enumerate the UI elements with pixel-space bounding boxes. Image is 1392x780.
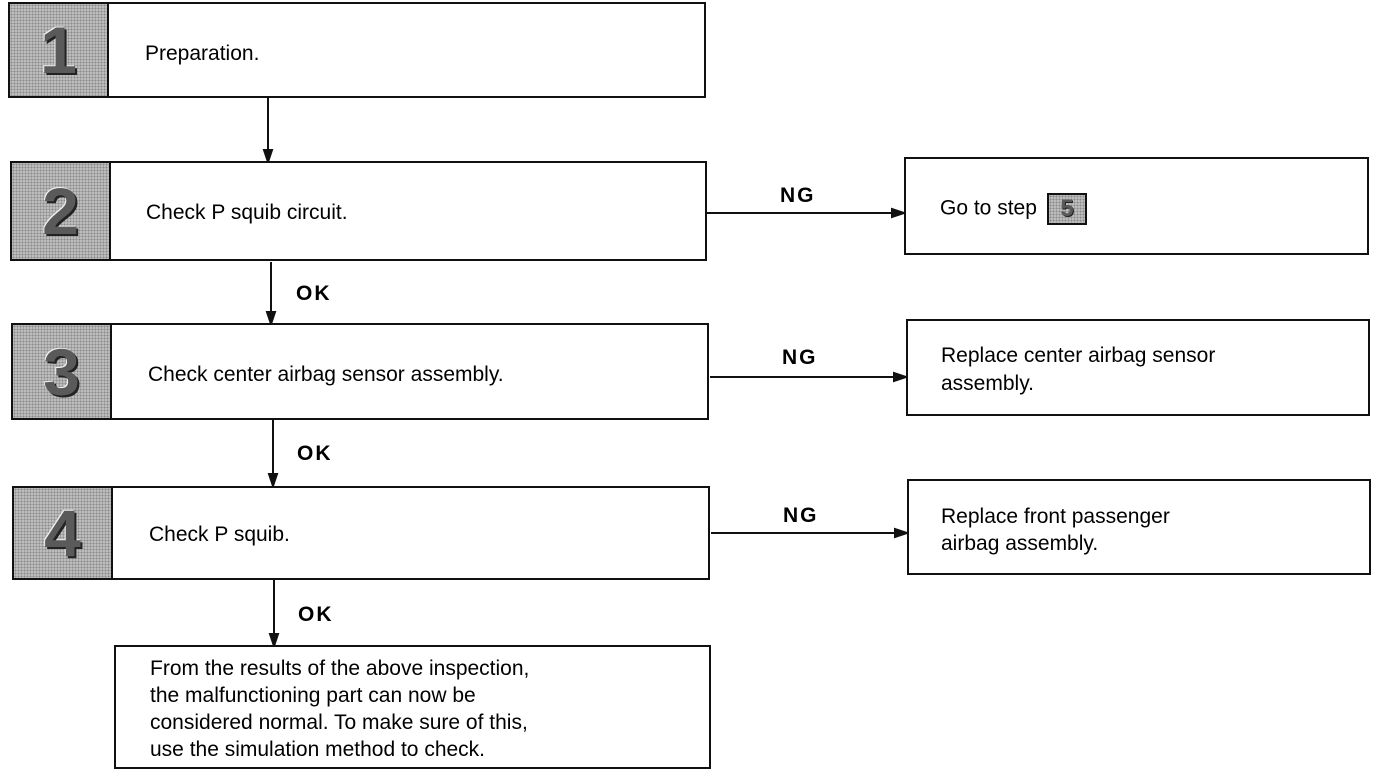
ng-label-step-4: NG xyxy=(783,504,819,527)
final-line-4: use the simulation method to check. xyxy=(150,738,486,761)
step-3-text: Check center airbag sensor assembly. xyxy=(148,363,504,386)
step-2-box xyxy=(10,161,707,261)
arrowhead-3-to-4 xyxy=(267,473,279,490)
step-1-box xyxy=(8,2,706,98)
outcome-step-4-line-2: airbag assembly. xyxy=(941,532,1099,555)
step-2-number: 2 xyxy=(10,161,111,261)
arrowhead-4-ng xyxy=(894,527,911,539)
ok-label-step-2: OK xyxy=(296,282,332,305)
step-4-text: Check P squib. xyxy=(149,523,290,546)
final-line-3: considered normal. To make sure of this, xyxy=(150,711,528,734)
step-2-text: Check P squib circuit. xyxy=(146,201,348,224)
arrowhead-2-ng xyxy=(891,207,908,219)
outcome-step-2-box xyxy=(904,157,1369,255)
outcome-step-3-line-2: assembly. xyxy=(941,372,1034,395)
arrowhead-4-to-final xyxy=(268,633,280,650)
step-4-box xyxy=(12,486,710,580)
ng-label-step-3: NG xyxy=(782,346,818,369)
step-4-number: 4 xyxy=(12,486,113,580)
goto-step-badge: 5 xyxy=(1046,193,1087,225)
arrowhead-1-to-2 xyxy=(262,149,274,166)
outcome-step-2-text: Go to step 5 xyxy=(940,193,1087,225)
step-3-box xyxy=(11,323,709,420)
goto-step-text: Go to step xyxy=(940,196,1037,220)
step-1-text: Preparation. xyxy=(145,42,260,65)
arrowhead-2-to-3 xyxy=(265,311,277,328)
ok-label-step-4: OK xyxy=(298,603,334,626)
final-box xyxy=(114,645,711,769)
outcome-step-3-line-1: Replace center airbag sensor xyxy=(941,344,1216,367)
final-line-2: the malfunctioning part can now be xyxy=(150,684,476,707)
final-line-1: From the results of the above inspection… xyxy=(150,657,530,680)
step-1-number: 1 xyxy=(8,2,109,98)
outcome-step-4-box xyxy=(907,479,1371,575)
ok-label-step-3: OK xyxy=(297,442,333,465)
ng-label-step-2: NG xyxy=(780,184,816,207)
outcome-step-4-line-1: Replace front passenger xyxy=(941,505,1170,528)
outcome-step-3-box xyxy=(906,319,1370,416)
arrowhead-3-ng xyxy=(893,371,910,383)
step-3-number: 3 xyxy=(11,323,112,420)
